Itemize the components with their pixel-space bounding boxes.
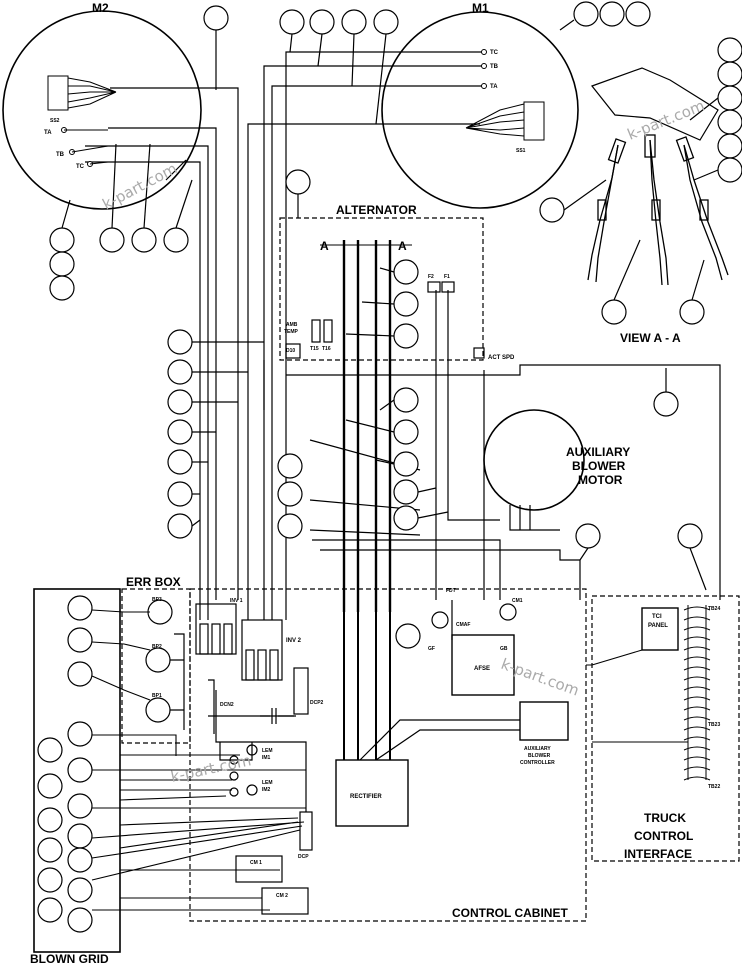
tb-m2-label: TB — [56, 152, 65, 158]
control-cabinet-label: CONTROL CABINET — [452, 906, 568, 920]
inv2-label: INV 2 — [286, 638, 302, 644]
tci-panel-block — [641, 607, 679, 651]
aux-blower-motor-line1: AUXILIARY — [566, 445, 630, 459]
rectifier-block — [335, 759, 409, 827]
fdt-label: FDT — [446, 588, 456, 594]
alternator-label: ALTERNATOR — [336, 203, 417, 217]
watermark-3: k-part.com — [499, 655, 582, 700]
view-aa-fan — [591, 67, 719, 141]
ss1-label: SS1 — [516, 148, 526, 154]
m2-label: M2 — [92, 1, 109, 15]
err-box-label: ERR BOX — [126, 575, 181, 589]
tci-panel-line1: TCI — [652, 614, 662, 620]
cm1-top-label: CM1 — [512, 598, 523, 604]
ta-m1-label: TA — [490, 84, 498, 90]
terminal-board-coils — [586, 605, 711, 781]
ss2-connector — [47, 75, 117, 111]
gb-label: GB — [500, 646, 508, 652]
bp3-label: BP3 — [152, 597, 162, 603]
amb-temp-line1: AMB — [286, 322, 298, 328]
view-aa-leads — [587, 134, 729, 286]
ss2-label: SS2 — [50, 118, 60, 124]
watermark-2: k-part.com — [625, 96, 707, 143]
m1-motor-outline — [381, 11, 579, 209]
tb24-label: TB24 — [708, 606, 720, 612]
abc-line1: AUXILIARY — [524, 746, 551, 752]
afse-label: AFSE — [474, 666, 490, 672]
m1-label: M1 — [472, 1, 489, 15]
aux-blower-motor-outline — [483, 409, 585, 511]
cm2-label: CM 2 — [276, 893, 288, 899]
view-aa-label: VIEW A - A — [620, 331, 681, 345]
ta-m2-label: TA — [44, 130, 52, 136]
cmaf-label: CMAF — [456, 622, 470, 628]
afse-block — [451, 634, 515, 696]
dcp2-label: DCP2 — [310, 700, 324, 706]
dcp-components — [208, 667, 313, 851]
f1-label: F1 — [444, 274, 450, 280]
rectifier-feed — [343, 612, 391, 760]
cm1-box — [235, 855, 283, 883]
d10-label: D10 — [286, 348, 295, 354]
lem-im1-line2: IM1 — [262, 755, 271, 761]
truck-control-line3: INTERFACE — [624, 847, 692, 861]
cm2-box — [261, 887, 309, 915]
section-a-right-label: A — [398, 239, 407, 253]
t15-label: T15 — [310, 346, 319, 352]
gf-label: GF — [428, 646, 435, 652]
amb-temp-line2: TEMP — [284, 329, 299, 335]
truck-control-interface-box — [591, 595, 740, 862]
watermark-1: k-part.com — [99, 159, 180, 213]
terminal-dots — [61, 49, 487, 167]
tc-m1-label: TC — [490, 50, 499, 56]
watermark-4: k-part.com — [169, 751, 253, 786]
aux-blower-motor-line2: BLOWER — [572, 459, 626, 473]
alternator-box — [279, 217, 484, 361]
truck-control-line1: TRUCK — [644, 811, 686, 825]
blown-grid-label: BLOWN GRID — [30, 952, 109, 965]
rectifier-inputs — [359, 719, 520, 761]
lem-im2-line2: IM2 — [262, 787, 271, 793]
lem-im1-line1: LEM — [262, 748, 273, 754]
rectifier-label: RECTIFIER — [350, 794, 382, 800]
inverter-blocks — [195, 603, 283, 681]
lem-im2-line1: LEM — [262, 780, 273, 786]
section-a-left-label: A — [320, 239, 329, 253]
aux-blower-motor-line3: MOTOR — [578, 473, 623, 487]
main-bus-wires — [342, 240, 392, 612]
bp2-label: BP2 — [152, 644, 162, 650]
bp-components — [145, 599, 185, 730]
t16-label: T16 — [322, 346, 331, 352]
tc-m2-label: TC — [76, 164, 85, 170]
aux-blower-controller-block — [519, 701, 569, 741]
lem-sensors — [229, 744, 258, 797]
err-box-outline — [121, 588, 191, 744]
dcp-label: DCP — [298, 854, 309, 860]
abc-line3: CONTROLLER — [520, 760, 555, 766]
dcn2-label: DCN2 — [220, 702, 234, 708]
ss1-connector — [465, 101, 545, 141]
tb-m1-label: TB — [490, 64, 499, 70]
abc-line2: BLOWER — [528, 753, 551, 759]
bp1-label: BP1 — [152, 693, 162, 699]
tb23-label: TB23 — [708, 722, 720, 728]
f2-label: F2 — [428, 274, 434, 280]
truck-control-line2: CONTROL — [634, 829, 693, 843]
tci-panel-line2: PANEL — [648, 623, 668, 629]
blown-grid-feeds — [91, 609, 306, 911]
cm1-label: CM 1 — [250, 860, 262, 866]
aux-parts — [285, 281, 517, 649]
tb22-label: TB22 — [708, 784, 720, 790]
callout-bubbles — [37, 1, 742, 933]
m2-motor-outline — [2, 10, 202, 210]
act-spd-label: ACT SPD — [488, 355, 515, 361]
inv1-label: INV 1 — [230, 598, 243, 604]
